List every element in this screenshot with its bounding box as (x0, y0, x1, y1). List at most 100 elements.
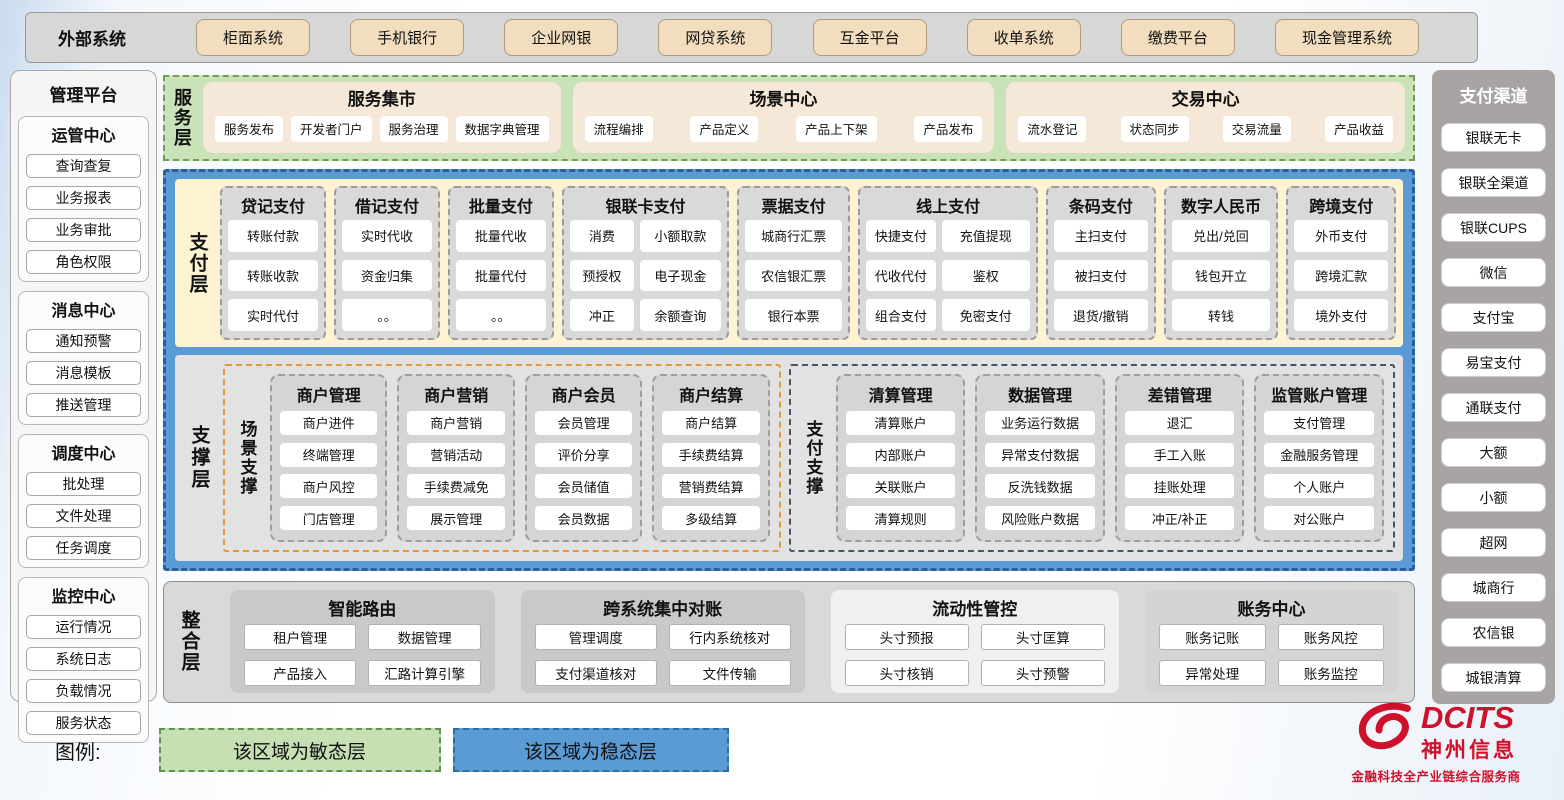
support-group-title: 监管账户管理 (1271, 388, 1368, 405)
payment-group-items: 城商行汇票农信银汇票银行本票 (745, 220, 843, 331)
support-item: 多级结算 (662, 506, 760, 531)
support-item: 个人账户 (1264, 474, 1375, 499)
payment-group: 线上支付快捷支付充值提现代收代付鉴权组合支付免密支付 (858, 186, 1038, 340)
payment-item: 鉴权 (941, 259, 1030, 292)
channel-item: 农信银 (1441, 618, 1546, 647)
support-group: 清算管理清算账户内部账户关联账户清算规则 (835, 374, 966, 542)
payment-item: 转账付款 (228, 220, 318, 252)
support-group-items: 会员管理评价分享会员储值会员数据 (534, 409, 633, 532)
support-item: 对公账户 (1264, 506, 1375, 531)
support-group: 数据管理业务运行数据异常支付数据反洗钱数据风险账户数据 (975, 374, 1105, 542)
payment-item: 消费 (569, 220, 634, 252)
payment-item: 小额取款 (639, 220, 722, 252)
service-item: 开发者门户 (291, 115, 372, 142)
external-system-box: 网贷系统 (658, 19, 773, 56)
service-item: 产品上下架 (796, 115, 877, 142)
logo-tagline: 金融科技全产业链综合服务商 (1351, 770, 1521, 784)
integration-item: 头寸匡算 (980, 624, 1106, 650)
service-group-title: 场景中心 (749, 90, 818, 109)
dcits-swirl-icon (1355, 701, 1419, 764)
support-item: 商户进件 (280, 410, 378, 435)
payment-item: 充值提现 (941, 220, 1030, 252)
payment-group-items: 外币支付跨境汇款境外支付 (1294, 220, 1389, 331)
integration-group-title: 流动性管控 (932, 600, 1018, 619)
integration-layer-label: 整合层 (178, 610, 200, 673)
payment-group-items: 实时代收资金归集。。 (341, 220, 432, 331)
left-panel-group-title: 监控中心 (51, 589, 116, 606)
channel-item: 银联全渠道 (1441, 168, 1546, 197)
support-group-items: 支付管理金融服务管理个人账户对公账户 (1264, 409, 1375, 532)
payment-group-title: 银联卡支付 (605, 199, 686, 216)
payment-item: 电子现金 (639, 259, 722, 292)
external-system-box: 手机银行 (350, 19, 465, 56)
left-panel-item: 业务审批 (26, 218, 141, 242)
payment-item: 。。 (455, 299, 546, 331)
support-group-items: 商户结算手续费结算营销费结算多级结算 (662, 409, 760, 532)
external-system-box: 企业网银 (504, 19, 619, 56)
payment-group: 借记支付实时代收资金归集。。 (333, 186, 440, 340)
payment-group-items: 消费小额取款预授权电子现金冲正余额查询 (569, 220, 722, 331)
payment-channels-title: 支付渠道 (1459, 87, 1528, 106)
support-group-title: 商户管理 (296, 388, 361, 405)
external-system-box: 收单系统 (966, 19, 1081, 56)
support-section: 支付支撑清算管理清算账户内部账户关联账户清算规则数据管理业务运行数据异常支付数据… (788, 364, 1395, 552)
payment-item: 兑出/兑回 (1171, 220, 1271, 252)
dcits-logo-names: DCITS 神州信息 (1421, 702, 1517, 764)
integration-item: 数据管理 (368, 624, 481, 650)
payment-item: 被扫支付 (1053, 259, 1148, 292)
support-item: 会员储值 (534, 474, 633, 499)
management-platform-title: 管理平台 (49, 86, 118, 105)
payment-group-title: 贷记支付 (240, 199, 305, 216)
payment-item: 预授权 (569, 259, 634, 292)
left-panel-item: 推送管理 (26, 393, 141, 417)
payment-item: 余额查询 (639, 299, 722, 331)
integration-group-items: 管理调度行内系统核对支付渠道核对文件传输 (534, 624, 791, 686)
payment-item: 外币支付 (1294, 220, 1389, 252)
payment-item: 代收代付 (866, 259, 936, 292)
support-item: 清算账户 (845, 410, 956, 435)
external-system-box: 互金平台 (812, 19, 927, 56)
support-group: 监管账户管理支付管理金融服务管理个人账户对公账户 (1254, 374, 1385, 542)
support-group-items: 业务运行数据异常支付数据反洗钱数据风险账户数据 (985, 409, 1095, 532)
channel-item: 小额 (1441, 483, 1546, 512)
legend-label: 图例: (55, 741, 101, 764)
logo-company: 神州信息 (1421, 738, 1517, 762)
external-system-box: 柜面系统 (196, 19, 311, 56)
payment-group-title: 线上支付 (916, 199, 981, 216)
left-panel-group: 监控中心运行情况系统日志负载情况服务状态 (18, 577, 149, 743)
support-section-label: 支付支撑 (803, 420, 823, 496)
integration-group: 流动性管控头寸预报头寸匡算头寸核销头寸预警 (830, 590, 1120, 693)
left-panel-group-title: 消息中心 (51, 303, 116, 320)
support-group-title: 商户营销 (424, 388, 489, 405)
service-item: 流程编排 (584, 115, 653, 142)
integration-item: 头寸预报 (844, 624, 969, 650)
payment-group: 贷记支付转账付款转账收款实时代付 (220, 186, 326, 340)
channel-item: 超网 (1441, 528, 1546, 557)
support-item: 商户营销 (407, 410, 505, 435)
service-item: 交易流量 (1222, 115, 1291, 142)
channel-item: 银联CUPS (1441, 213, 1546, 242)
payment-group-title: 数字人民币 (1180, 199, 1261, 216)
left-panel-group: 调度中心批处理文件处理任务调度 (18, 434, 149, 568)
payment-item: 钱包开立 (1171, 259, 1271, 292)
support-item: 手续费减免 (407, 474, 505, 499)
support-item: 展示管理 (407, 506, 505, 531)
payment-item: 转钱 (1171, 299, 1271, 331)
integration-item: 文件传输 (668, 660, 791, 686)
support-item: 会员数据 (534, 506, 633, 531)
payment-layer-label: 支付层 (186, 231, 208, 295)
legend-stable-box: 该区域为稳态层 (452, 728, 729, 772)
support-item: 手工入账 (1124, 442, 1235, 467)
payment-group-items: 兑出/兑回钱包开立转钱 (1171, 220, 1271, 331)
support-item: 商户风控 (280, 474, 378, 499)
support-group-title: 数据管理 (1008, 388, 1073, 405)
payment-group-items: 快捷支付充值提现代收代付鉴权组合支付免密支付 (866, 220, 1030, 331)
left-panel-item: 角色权限 (26, 250, 141, 274)
left-panel-item: 文件处理 (26, 504, 141, 528)
left-panel-group: 消息中心通知预警消息模板推送管理 (18, 291, 149, 425)
payment-group-title: 批量支付 (468, 199, 533, 216)
service-layer-label: 服务层 (172, 87, 192, 148)
integration-layer: 整合层 智能路由租户管理数据管理产品接入汇路计算引擎跨系统集中对账管理调度行内系… (163, 581, 1415, 703)
payment-group-title: 票据支付 (761, 199, 826, 216)
